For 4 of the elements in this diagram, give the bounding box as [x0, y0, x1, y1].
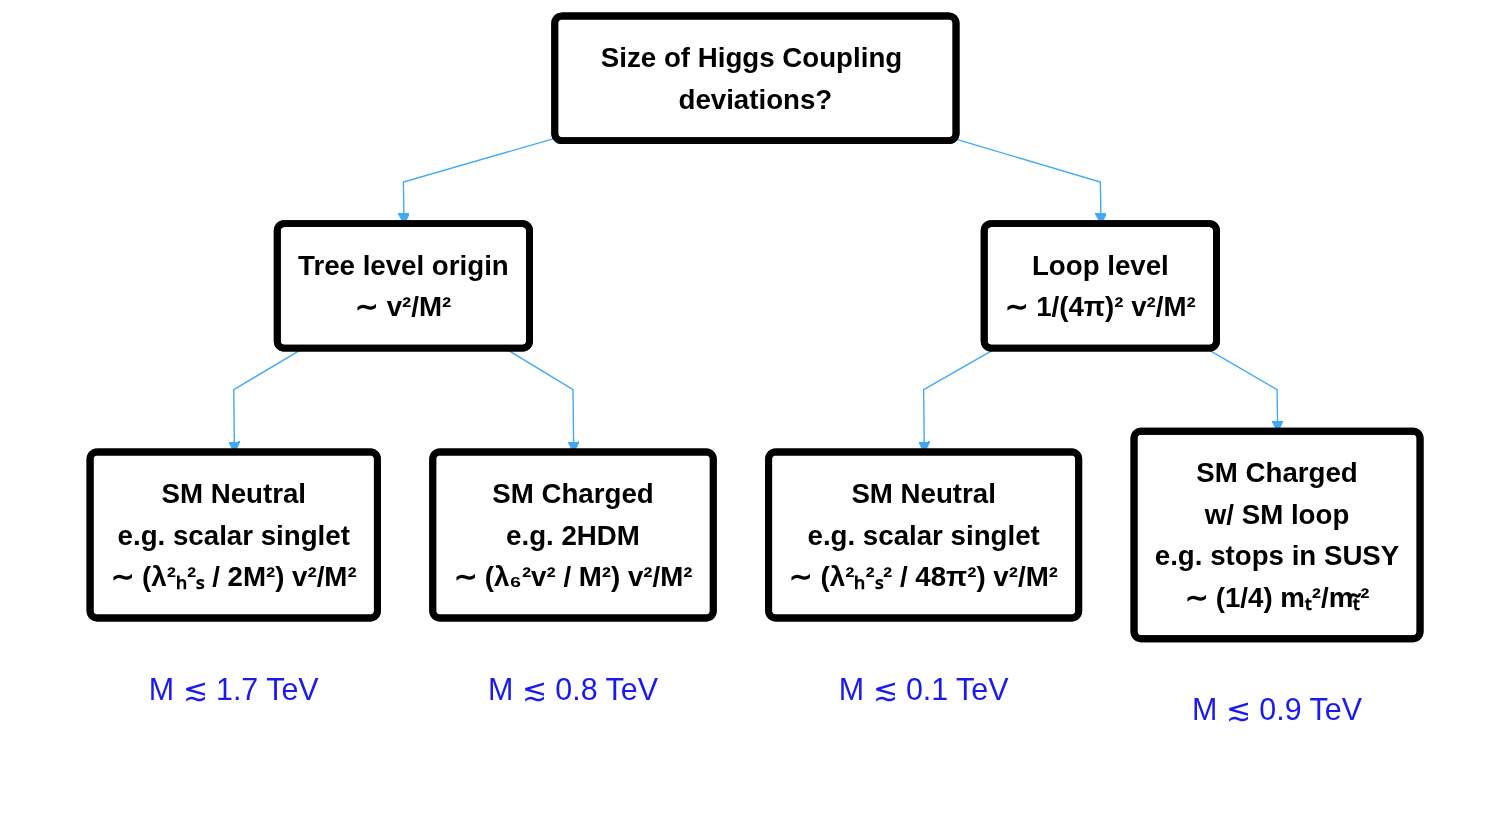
node-label: M ≲ 1.7 TeV: [148, 671, 319, 707]
node-label: M ≲ 0.8 TeV: [488, 671, 658, 707]
node-label: M ≲ 0.1 TeV: [838, 671, 1009, 707]
node-label: M ≲ 0.9 TeV: [1192, 692, 1362, 728]
